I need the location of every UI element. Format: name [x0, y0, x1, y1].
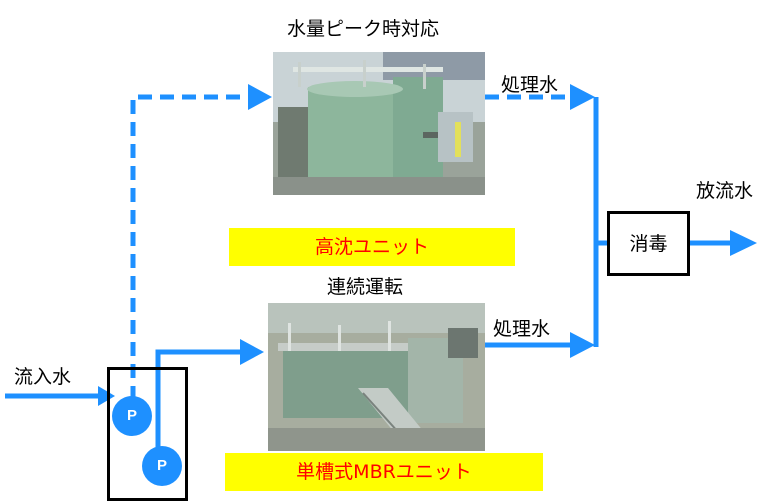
- discharge-arrowhead: [730, 230, 757, 256]
- pump-icon-1: P: [112, 396, 152, 436]
- peak-title: 水量ピーク時対応: [287, 18, 440, 40]
- continuous-title: 連続運転: [327, 276, 404, 298]
- mbr-unit-label: 単槽式MBRユニット: [225, 453, 543, 491]
- pump-icon-2: P: [142, 446, 182, 486]
- bottom-treated-arrowhead: [570, 332, 595, 358]
- sedimentation-unit-photo: [273, 52, 485, 195]
- disinfection-label: 消毒: [629, 233, 668, 255]
- top-treated-arrowhead: [570, 84, 595, 110]
- bypass-arrowhead: [248, 84, 272, 110]
- mbr-unit-photo: [268, 303, 485, 451]
- continuous-arrowhead: [240, 339, 264, 365]
- sedimentation-unit-illustration: [273, 52, 485, 195]
- inflow-label: 流入水: [14, 366, 72, 388]
- continuous-line: [155, 349, 243, 460]
- treated-water-label-bottom: 処理水: [493, 318, 551, 340]
- mbr-unit-illustration: [268, 303, 485, 451]
- sedimentation-unit-label: 高沈ユニット: [229, 228, 515, 266]
- disinfection-box: 消毒: [607, 211, 690, 276]
- inflow-arrowhead: [98, 386, 115, 406]
- pump-station-box: [107, 367, 188, 501]
- bypass-dashed-line: [130, 94, 250, 400]
- treated-water-label-top: 処理水: [501, 74, 559, 96]
- discharge-label: 放流水: [696, 180, 754, 202]
